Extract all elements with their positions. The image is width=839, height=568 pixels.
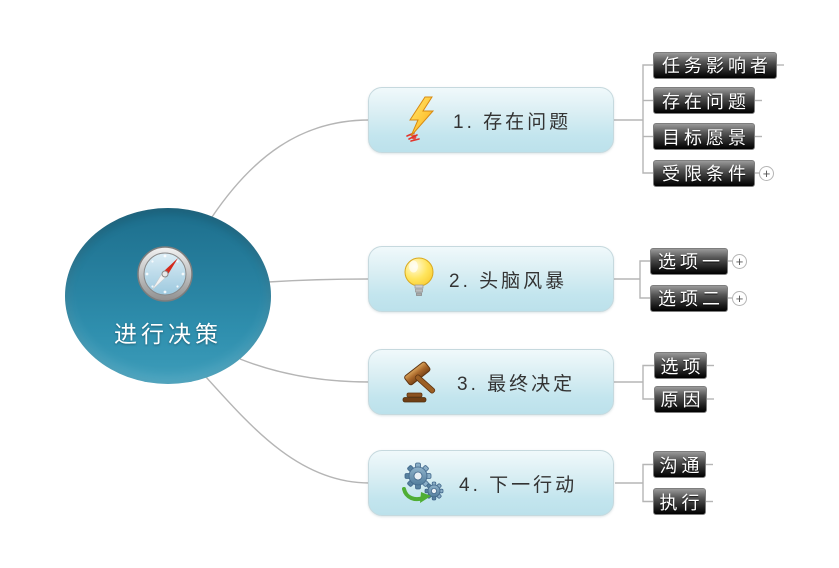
gavel-icon xyxy=(401,360,445,404)
curve-central-branch-2 xyxy=(267,278,369,283)
branch-topic-4[interactable]: 4. 下一行动 xyxy=(368,450,614,516)
subtopic-execute[interactable]: 执行 xyxy=(653,488,706,515)
compass-icon xyxy=(137,246,193,302)
gears-icon xyxy=(401,461,447,505)
subtopic-communicate[interactable]: 沟通 xyxy=(653,451,706,478)
subtopic-existing-problems[interactable]: 存在问题 xyxy=(653,87,755,114)
subtopic-option[interactable]: 选项 xyxy=(654,352,707,379)
subtopic-constraints[interactable]: 受限条件 xyxy=(653,159,755,187)
branch-topic-2[interactable]: 2. 头脑风暴 xyxy=(368,246,614,312)
branch-topic-label: 4. 下一行动 xyxy=(459,474,578,496)
branch-topic-1[interactable]: 1. 存在问题 xyxy=(368,87,614,153)
curve-central-branch-4 xyxy=(205,376,370,484)
curve-central-branch-1 xyxy=(211,119,370,218)
subtopic-option-2[interactable]: 选项二 xyxy=(650,284,728,312)
subtopic-goal-vision[interactable]: 目标愿景 xyxy=(653,123,755,150)
branch-topic-label: 2. 头脑风暴 xyxy=(449,270,568,292)
expand-button[interactable]: + xyxy=(759,165,774,181)
lightbulb-icon xyxy=(401,256,437,302)
central-topic-label: 进行决策 xyxy=(114,321,222,347)
branch-topic-label: 3. 最终决定 xyxy=(457,373,576,395)
expand-button[interactable]: + xyxy=(732,253,747,269)
subtopic-option-1[interactable]: 选项一 xyxy=(650,247,728,275)
branch-topic-3[interactable]: 3. 最终决定 xyxy=(368,349,614,415)
lightning-icon xyxy=(401,96,441,144)
branch-topic-label: 1. 存在问题 xyxy=(453,111,572,133)
subtopic-reason[interactable]: 原因 xyxy=(654,385,707,413)
subtopic-task-influencers[interactable]: 任务影响者 xyxy=(653,51,777,79)
curve-central-branch-3 xyxy=(239,358,370,383)
expand-button[interactable]: + xyxy=(732,290,747,306)
